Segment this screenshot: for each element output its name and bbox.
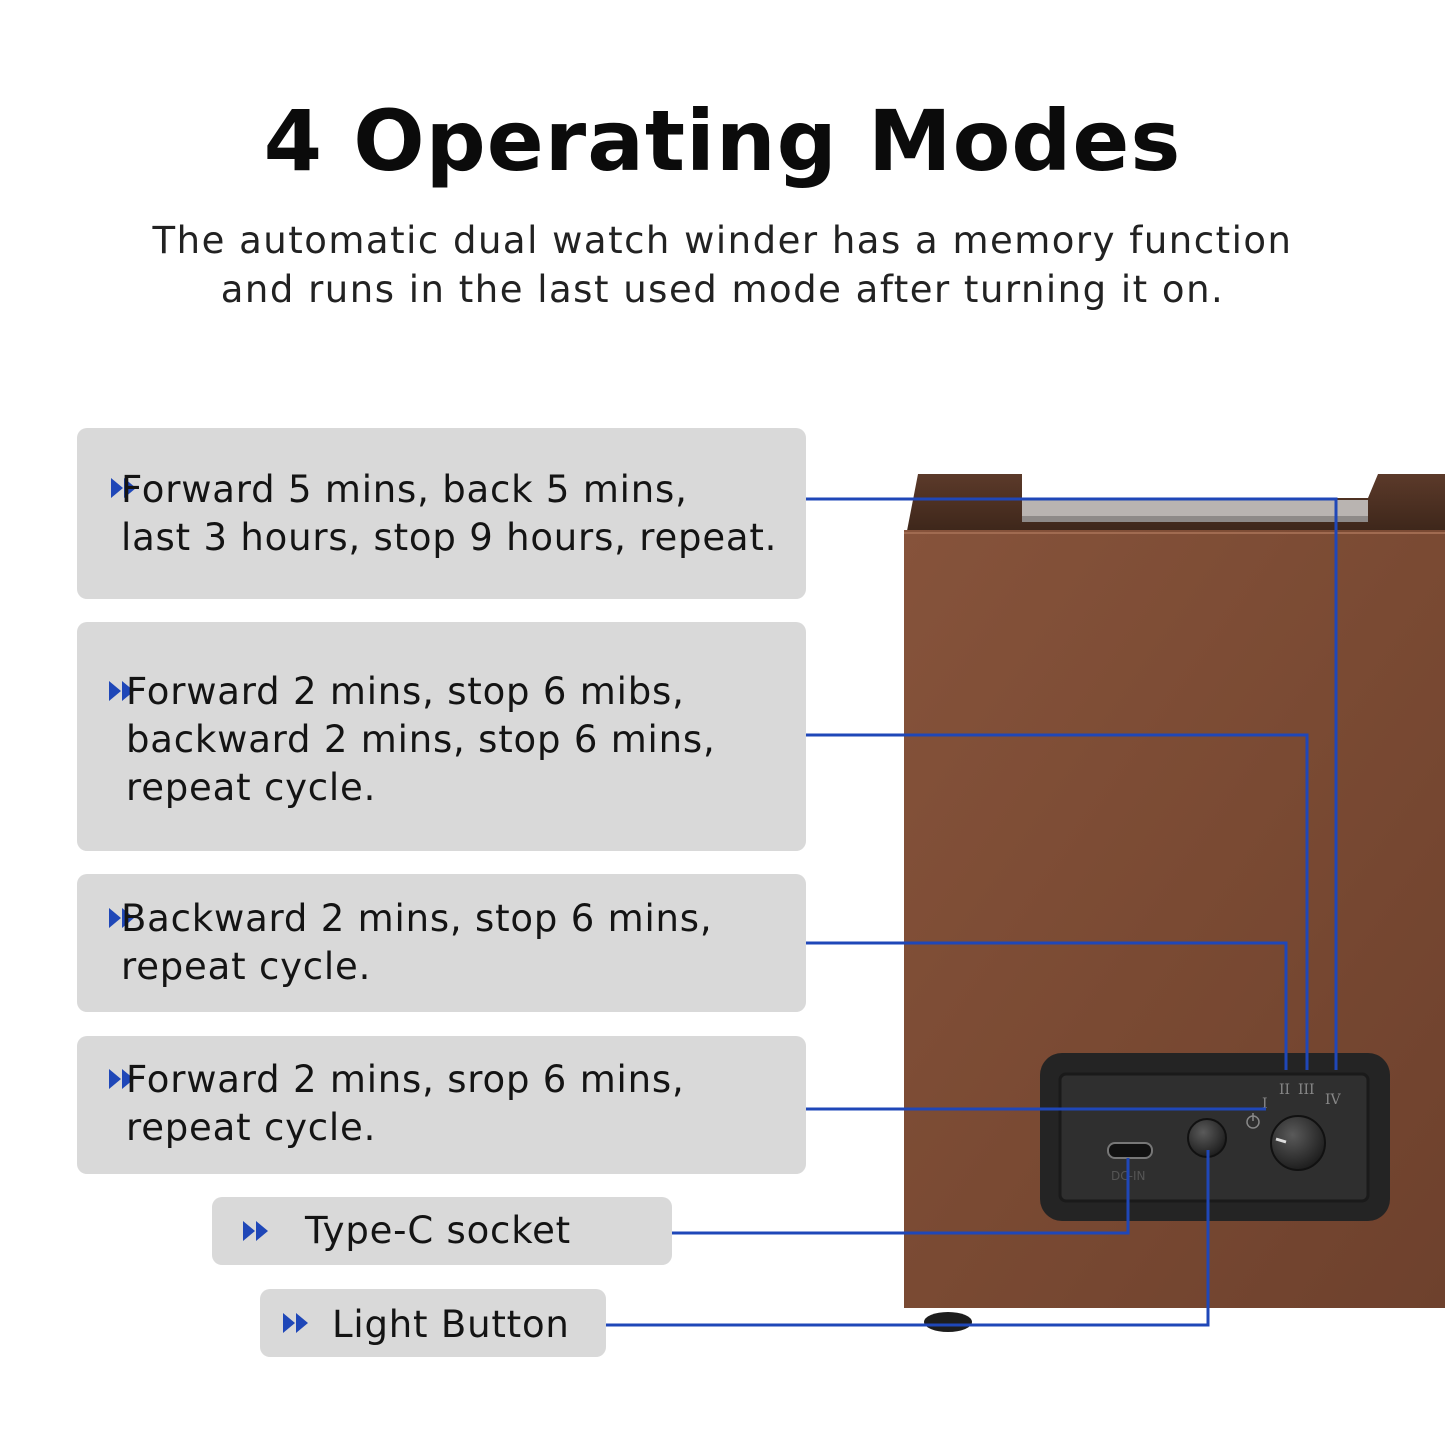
mode-card-1: Forward 5 mins, back 5 mins, last 3 hour…	[77, 428, 806, 599]
feature-type-c-text: Type-C socket	[305, 1209, 571, 1252]
dial-label-i: I	[1262, 1096, 1268, 1112]
feature-card-light-button: Light Button	[260, 1289, 606, 1357]
callout-line-mode-2	[792, 733, 1309, 1070]
callout-line-light-button	[590, 1150, 1210, 1327]
watch-winder-box: DC-IN I II III IV	[904, 474, 1445, 1332]
double-chevron-right-icon	[243, 1221, 268, 1241]
feature-light-button-text: Light Button	[332, 1303, 570, 1346]
mode-card-3: Backward 2 mins, stop 6 mins, repeat cyc…	[77, 874, 806, 1012]
double-chevron-right-icon	[109, 908, 134, 928]
double-chevron-right-icon	[109, 681, 134, 701]
mode-dial	[1270, 1115, 1326, 1171]
callout-line-type-c	[662, 1158, 1130, 1235]
double-chevron-right-icon	[283, 1313, 308, 1333]
mode-card-4: Forward 2 mins, srop 6 mins, repeat cycl…	[77, 1036, 806, 1174]
double-chevron-right-icon	[111, 478, 136, 498]
page-title: 4 Operating Modes	[263, 92, 1182, 190]
mode-card-2: Forward 2 mins, stop 6 mibs, backward 2 …	[77, 622, 806, 851]
feature-card-type-c: Type-C socket	[212, 1197, 672, 1265]
mode-3-text: Backward 2 mins, stop 6 mins, repeat cyc…	[121, 897, 713, 988]
type-c-port	[1107, 1142, 1153, 1159]
callout-line-mode-1	[788, 497, 1338, 1070]
page-subtitle: The automatic dual watch winder has a me…	[152, 219, 1293, 311]
mode-1-text: Forward 5 mins, back 5 mins, last 3 hour…	[121, 468, 778, 559]
callout-lines	[590, 497, 1338, 1327]
callout-line-mode-3	[798, 941, 1288, 1070]
dial-label-ii: II	[1279, 1082, 1290, 1098]
mode-2-text: Forward 2 mins, stop 6 mibs, backward 2 …	[126, 670, 716, 809]
double-chevron-right-icon	[109, 1069, 134, 1089]
mode-4-text: Forward 2 mins, srop 6 mins, repeat cycl…	[126, 1058, 685, 1149]
dial-label-iv: IV	[1325, 1092, 1342, 1108]
dial-label-iii: III	[1298, 1082, 1315, 1098]
